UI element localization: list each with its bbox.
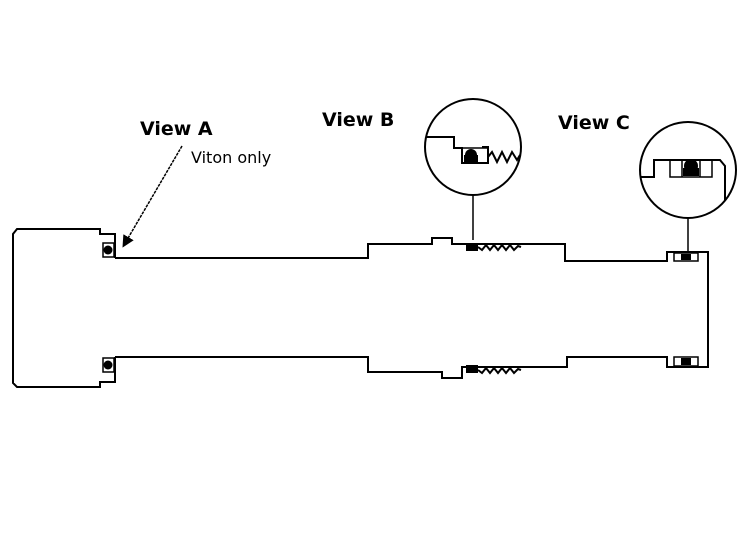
view-a-seal-bottom <box>102 357 115 373</box>
viton-only-note: Viton only <box>191 148 271 167</box>
view-b-seal-top <box>466 243 522 252</box>
view-a-label: View A <box>140 118 213 140</box>
view-c-seal-bottom <box>673 356 699 367</box>
view-a-arrow <box>122 145 183 248</box>
view-b-label: View B <box>322 109 394 131</box>
view-c-detail-circle <box>639 121 737 252</box>
view-b-seal-bottom <box>466 365 522 375</box>
view-b-detail-circle <box>424 98 522 240</box>
view-a-seal-top <box>102 242 115 258</box>
view-c-seal-top <box>673 252 699 262</box>
part-outline-top <box>12 228 709 388</box>
view-c-label: View C <box>558 112 630 134</box>
